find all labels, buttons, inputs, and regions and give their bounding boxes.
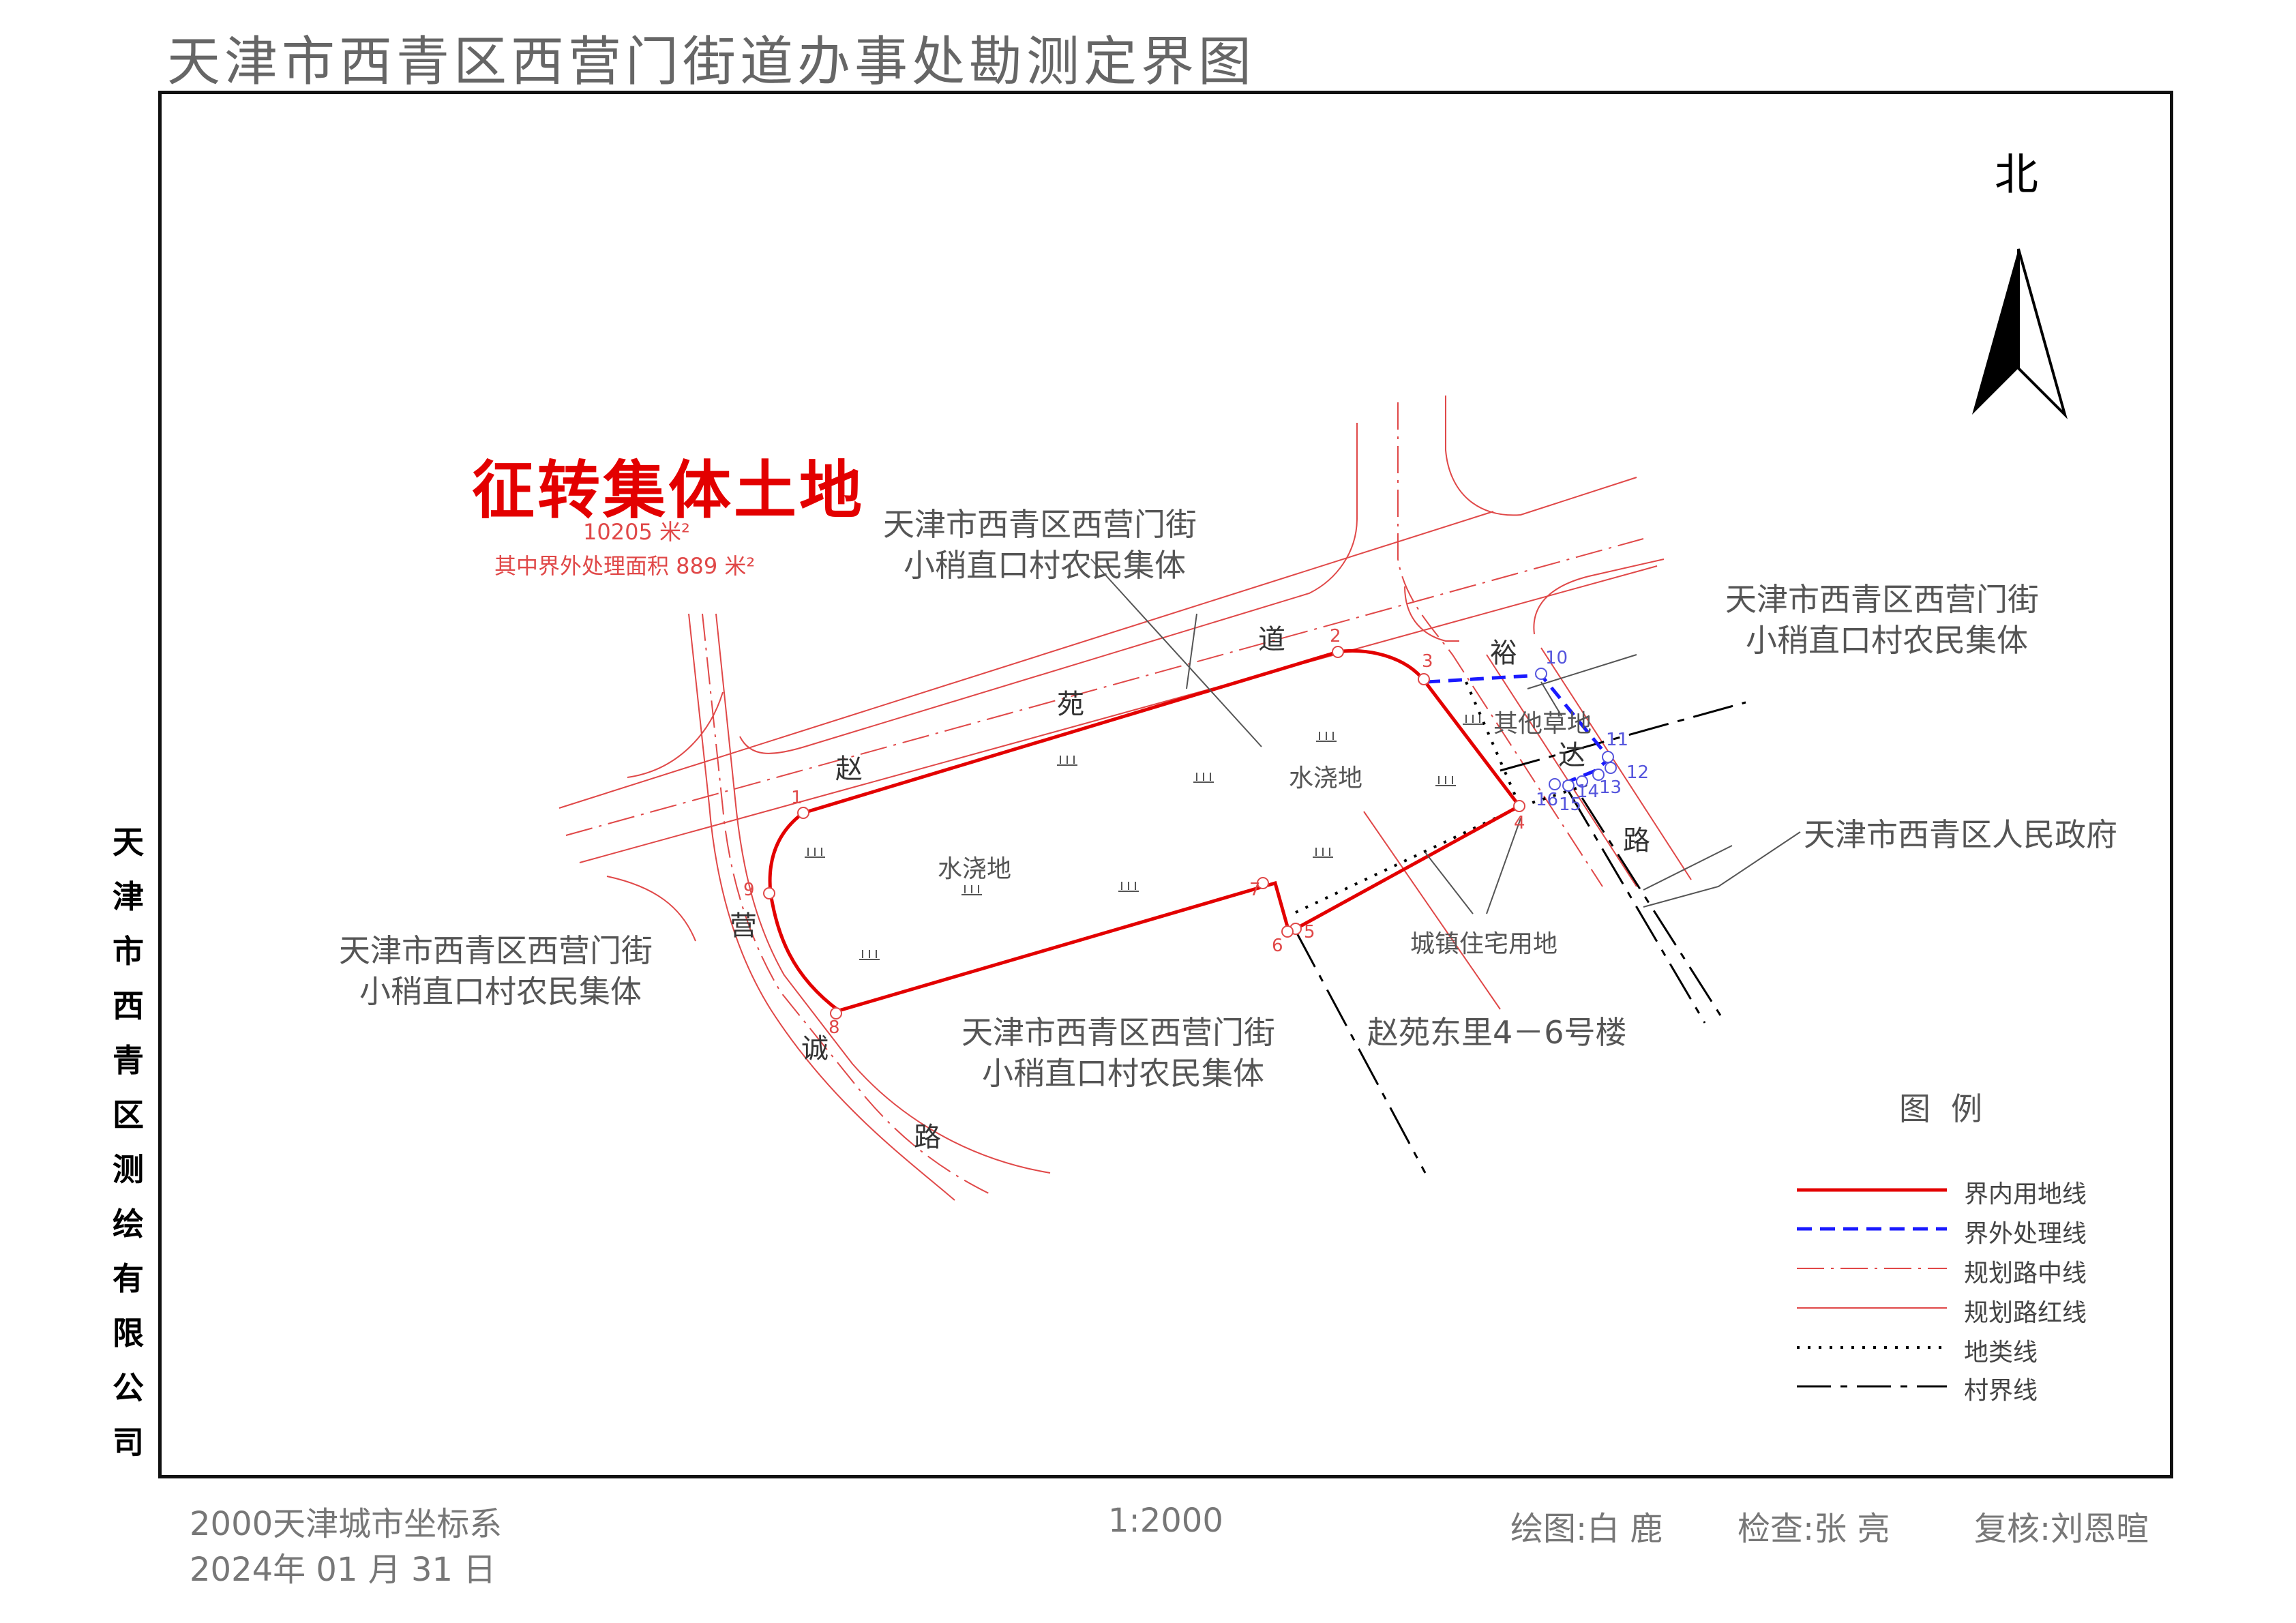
west-collective-label-1: 天津市西青区西营门街 (339, 932, 653, 969)
parcel-boundary (768, 649, 1522, 1013)
urban-residential-label: 城镇住宅用地 (1410, 930, 1558, 958)
yuda-road-red-lines (1363, 647, 1692, 1010)
parcel-area: 10205 米² (583, 519, 690, 545)
coord-system: 2000天津城市坐标系 (190, 1505, 503, 1543)
legend-label-outside-line: 界外处理线 (1964, 1220, 2087, 1248)
map-scale: 1:2000 (1108, 1502, 1223, 1540)
point-label: 1 (791, 788, 803, 808)
point-label: 10 (1545, 648, 1568, 668)
map-frame (158, 91, 2173, 1478)
yingcheng-road-centerline (702, 613, 989, 1194)
village-boundary (1294, 701, 1746, 1174)
legend-samples (1797, 1188, 1947, 1388)
north-label: 北 (1995, 150, 2038, 200)
drawer: 绘图:白 鹿 (1510, 1510, 1663, 1548)
legend-label-village-boundary: 村界线 (1964, 1377, 2038, 1405)
legend-label-inside-line: 界内用地线 (1964, 1180, 2087, 1208)
government-label: 天津市西青区人民政府 (1804, 816, 2117, 853)
road-char-lu2: 路 (914, 1122, 941, 1153)
west-collective-label-2: 小稍直口村农民集体 (359, 973, 642, 1010)
legend-label-road-centerline: 规划路中线 (1964, 1260, 2087, 1287)
irrigated-label-2: 水浇地 (938, 855, 1012, 883)
point-label: 13 (1599, 777, 1622, 798)
point-label: 11 (1606, 730, 1629, 750)
other-grass-label: 其他草地 (1493, 710, 1592, 738)
point-label: 7 (1249, 880, 1261, 900)
road-char-yu: 裕 (1490, 638, 1517, 669)
checker: 检查:张 亮 (1738, 1510, 1890, 1548)
irrigated-label-1: 水浇地 (1289, 764, 1363, 792)
point-label: 14 (1577, 781, 1600, 802)
road-char-da: 达 (1558, 740, 1585, 771)
parcel-outside-area: 其中界外处理面积 889 米² (494, 553, 756, 579)
south-collective-label-2: 小稍直口村农民集体 (982, 1055, 1264, 1092)
company-vertical-text: 天津市西青区测绘有限公司 (113, 824, 144, 1461)
reviewer: 复核:刘恩暄 (1974, 1510, 2149, 1548)
south-collective-label-1: 天津市西青区西营门街 (961, 1014, 1275, 1051)
leader-lines (1090, 559, 1801, 914)
road-char-cheng: 诚 (801, 1033, 829, 1064)
point-label: 6 (1272, 936, 1283, 956)
survey-date: 2024年 01 月 31 日 (190, 1551, 496, 1589)
farmland-symbols (805, 715, 1483, 960)
road-char-zhao: 赵 (835, 754, 863, 785)
legend-title: 图例 (1899, 1090, 2003, 1127)
zhaoyuan-road-red-lines (558, 396, 1665, 863)
blue-points (1535, 668, 1617, 792)
legend-label-road-redline: 规划路红线 (1964, 1299, 2087, 1327)
point-label: 16 (1536, 790, 1559, 810)
page-title: 天津市西青区西营门街道办事处勘测定界图 (167, 31, 1256, 93)
land-class-line (1295, 681, 1590, 914)
point-label: 3 (1422, 651, 1433, 672)
north-collective-label-1: 天津市西青区西营门街 (883, 506, 1197, 543)
point-label: 5 (1304, 922, 1315, 942)
ne-collective-label-2: 小稍直口村农民集体 (1746, 622, 2028, 659)
road-char-dao: 道 (1258, 624, 1285, 655)
point-label: 8 (829, 1017, 840, 1038)
north-arrow (1972, 248, 2068, 419)
point-label: 15 (1559, 794, 1582, 815)
ne-collective-label-1: 天津市西青区西营门街 (1725, 581, 2039, 618)
road-char-ying: 营 (730, 910, 757, 942)
outside-line (1426, 673, 1612, 786)
road-char-yuan: 苑 (1057, 689, 1084, 720)
yingcheng-road-red-lines (606, 613, 1051, 1201)
legend-label-land-class: 地类线 (1964, 1339, 2038, 1367)
zhaoyuan-road-centerline (565, 402, 1644, 887)
point-label: 4 (1514, 813, 1525, 833)
point-label: 12 (1626, 762, 1650, 783)
road-char-lu1: 路 (1623, 825, 1650, 857)
parcel-heading: 征转集体土地 (472, 454, 865, 527)
building-label: 赵苑东里4－6号楼 (1367, 1014, 1627, 1051)
north-collective-label-2: 小稍直口村农民集体 (904, 547, 1186, 584)
red-points (763, 646, 1525, 1019)
point-label: 2 (1330, 626, 1341, 646)
point-label: 9 (743, 880, 755, 900)
